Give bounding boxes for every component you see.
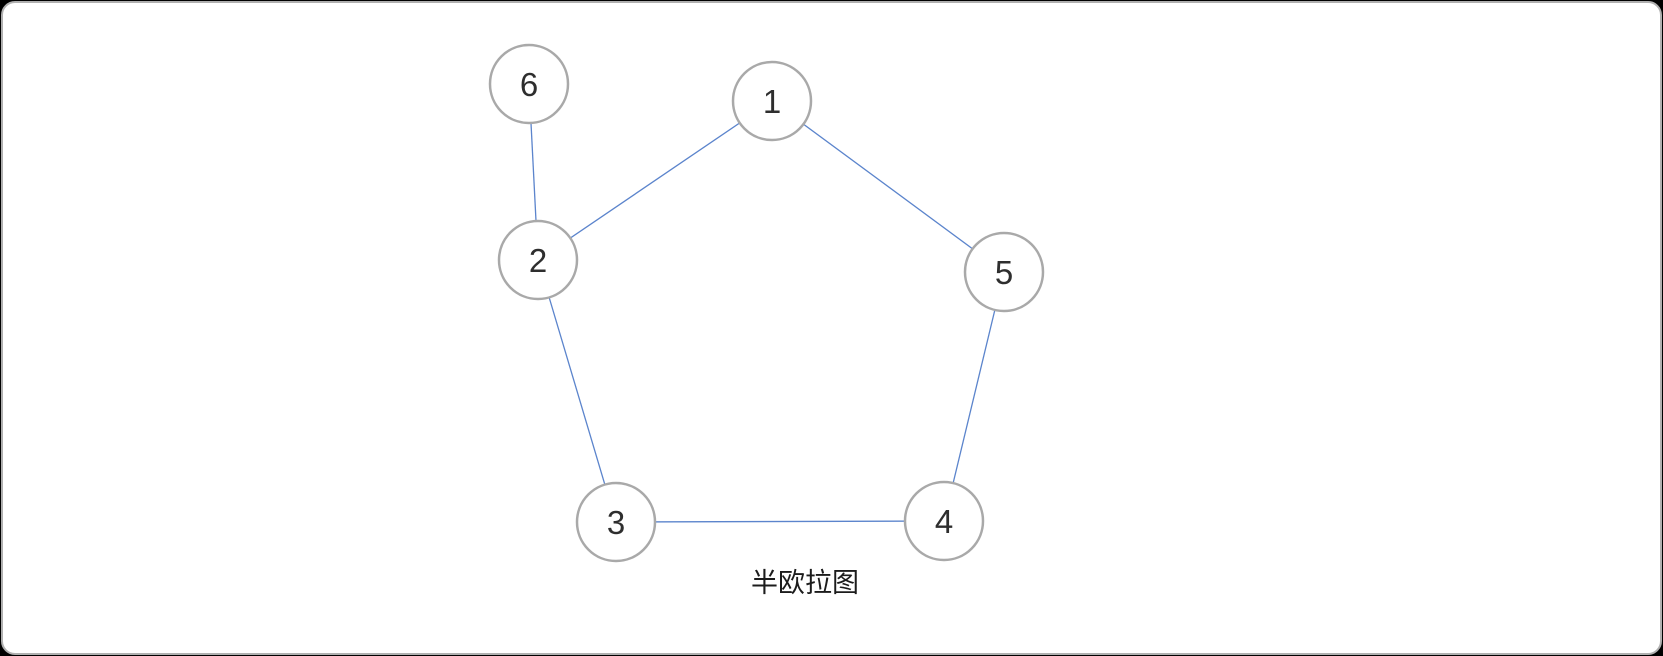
graph-node-2 <box>497 219 579 301</box>
graph-node-5 <box>963 231 1045 313</box>
graph-edge-1-2 <box>537 100 773 261</box>
graph-node-label-5: 5 <box>995 254 1013 291</box>
graph-node-1 <box>731 60 813 142</box>
graph-edge-2-3 <box>537 259 617 523</box>
diagram-caption: 半欧拉图 <box>751 568 859 598</box>
graph-node-3 <box>575 481 657 563</box>
graph-edge-5-4 <box>943 271 1005 522</box>
graph-node-label-4: 4 <box>935 503 953 540</box>
graph-node-label-2: 2 <box>529 242 547 279</box>
graph-node-4 <box>903 480 985 562</box>
graph-node-label-6: 6 <box>520 66 538 103</box>
graph-node-label-3: 3 <box>607 504 625 541</box>
graph-edge-3-4 <box>615 520 945 523</box>
graph-node-label-1: 1 <box>763 83 781 120</box>
graph-node-6 <box>488 43 570 125</box>
graph-edge-1-5 <box>771 100 1005 273</box>
